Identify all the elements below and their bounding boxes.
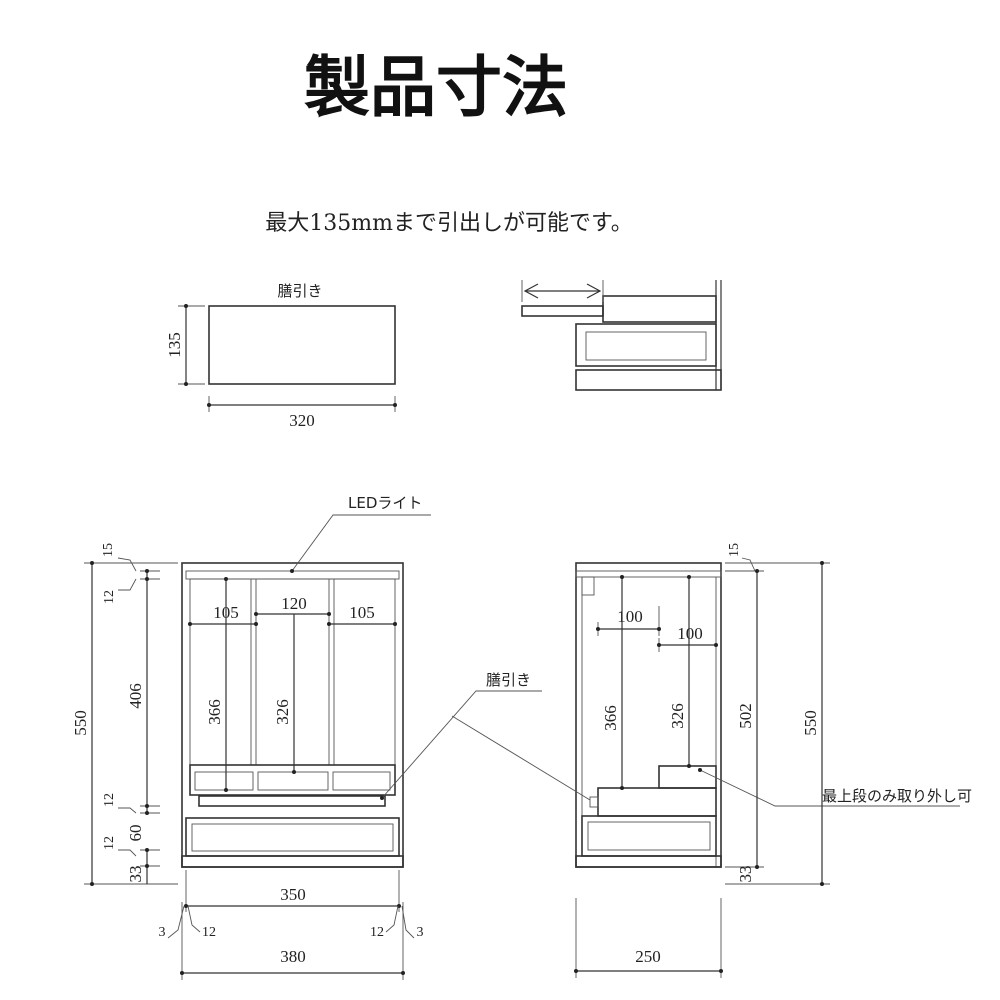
tray-front-label: 膳引き [486,671,531,689]
tray-width-dim: 320 [289,411,315,430]
front-12-low: 12 [102,836,117,850]
drawer-pullout-view [521,280,722,391]
led-light-label: LEDライト [348,494,422,512]
front-height-60: 60 [126,825,145,842]
front-3-left: 3 [159,925,166,940]
side-base-33: 33 [736,866,755,883]
tray-height-dim: 135 [165,332,184,358]
front-width-350: 350 [280,885,306,904]
tray-label: 膳引き [277,282,322,300]
front-12-mid: 12 [102,793,117,807]
front-view: LEDライト 105 120 105 366 326 膳引き 550 [71,494,542,980]
top-step-removable-label: 最上段のみ取り外し可 [822,787,972,805]
drawer-note: 最大135mmまで引出しが可能です。 [265,211,633,236]
front-total-height-550: 550 [71,710,90,736]
side-top-15: 15 [727,543,742,557]
side-depth-250: 250 [635,947,661,966]
front-width-105-right: 105 [349,603,375,622]
front-3-right: 3 [417,925,424,940]
side-total-height-550: 550 [801,710,820,736]
front-width-380: 380 [280,947,306,966]
front-width-120: 120 [281,594,307,613]
side-depth-100-a: 100 [617,607,643,626]
side-view: 100 100 366 326 最上段のみ取り外し可 502 550 15 33 [451,543,972,978]
side-depth-100-b: 100 [677,624,703,643]
side-height-366: 366 [601,705,620,731]
side-height-326: 326 [668,703,687,729]
front-height-326: 326 [273,699,292,725]
tray-outline [208,305,396,385]
front-base-33: 33 [126,866,145,883]
front-12-top: 12 [102,590,117,604]
front-12-left: 12 [202,925,216,940]
tray-top-view: 膳引き 135 320 [165,282,397,430]
front-inner-height-406: 406 [126,683,145,709]
front-top-15: 15 [101,543,116,557]
front-height-366: 366 [205,699,224,725]
page-title: 製品寸法 [304,48,568,126]
side-height-502: 502 [736,703,755,729]
front-12-right: 12 [370,925,384,940]
side-cabinet-outline [575,562,722,868]
